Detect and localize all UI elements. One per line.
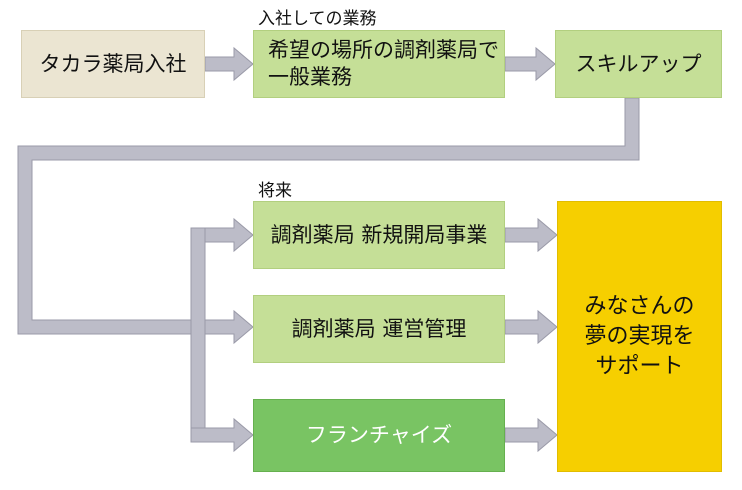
general-work-line-1: 希望の場所の調剤薬局で [268,38,499,62]
arrow-work-to-skillup [504,46,556,82]
box-management-text: 調剤薬局 運営管理 [291,316,467,341]
general-work-line-2: 一般業務 [268,65,352,89]
box-franchise: フランチャイズ [253,399,505,472]
arrow-join-to-work [204,46,254,82]
arrow-management-to-dream [504,309,558,345]
label-future: 将来 [258,181,292,201]
arrow-franchise-to-dream [504,417,558,453]
box-new-store: 調剤薬局 新規開局事業 [253,201,505,269]
box-dream-support: みなさんの 夢の実現を サポート [557,201,722,472]
box-management: 調剤薬局 運営管理 [253,295,505,363]
label-current-work: 入社しての業務 [258,9,377,29]
dream-line-3: サポート [595,353,684,379]
box-join-text: タカラ薬局入社 [39,51,187,76]
box-general-work: 希望の場所の調剤薬局で 一般業務 [253,30,505,98]
box-new-store-text: 調剤薬局 新規開局事業 [270,222,488,247]
branch-line [190,227,206,443]
box-franchise-text: フランチャイズ [305,423,453,447]
dream-line-1: みなさんの [584,293,695,319]
box-skill-up: スキルアップ [555,30,722,98]
box-general-work-text: 希望の場所の調剤薬局で 一般業務 [268,37,499,91]
arrow-branch-franchise [190,417,254,453]
box-join: タカラ薬局入社 [21,30,205,98]
arrow-newstore-to-dream [504,217,558,253]
box-skill-up-text: スキルアップ [575,51,702,76]
arrow-skillup-loop [17,97,640,345]
arrow-branch-new-store [191,217,254,253]
dream-line-2: 夢の実現を [584,323,695,349]
box-dream-support-text: みなさんの 夢の実現を サポート [584,292,694,382]
